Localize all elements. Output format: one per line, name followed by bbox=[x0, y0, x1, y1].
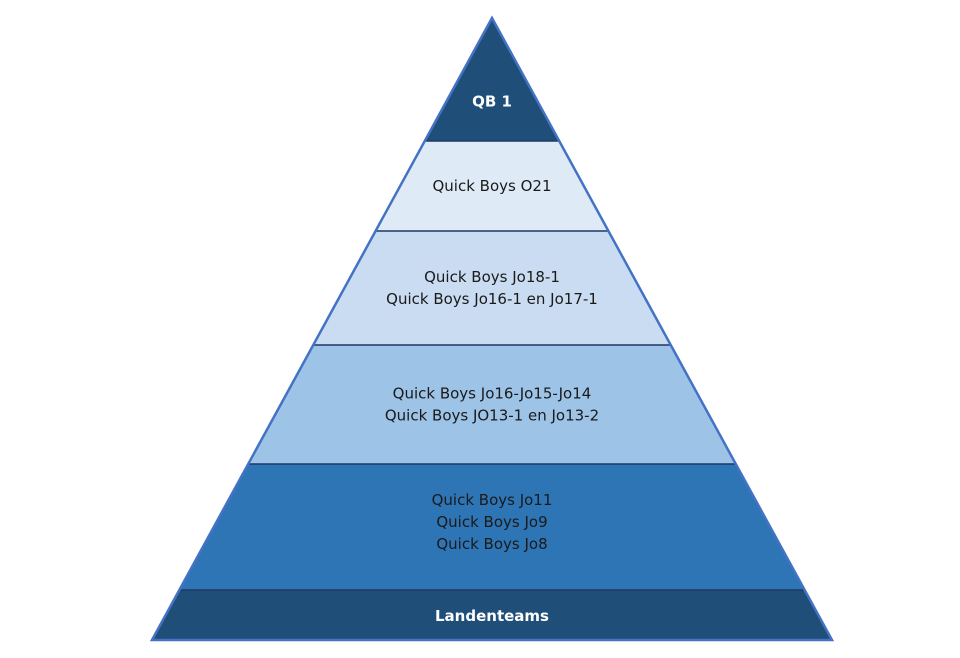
tier-label-line: Quick Boys Jo18-1 bbox=[424, 268, 560, 286]
tier-o21 bbox=[375, 141, 609, 231]
tier-label-line: Quick Boys Jo16-Jo15-Jo14 bbox=[393, 385, 592, 403]
tier-jo18 bbox=[313, 231, 671, 345]
tier-label-line: Quick Boys Jo9 bbox=[436, 513, 547, 531]
tier-qb1-label: QB 1 bbox=[472, 93, 512, 111]
tier-qb1 bbox=[424, 18, 560, 141]
tier-label-line: Quick Boys O21 bbox=[432, 177, 551, 195]
pyramid-dividers bbox=[179, 140, 805, 591]
tier-label-line: Landenteams bbox=[435, 607, 549, 625]
tier-landenteams-label: Landenteams bbox=[435, 607, 549, 625]
pyramid-tiers bbox=[152, 18, 832, 640]
tier-label-line: Quick Boys Jo11 bbox=[432, 491, 553, 509]
tier-label-line: Quick Boys Jo8 bbox=[436, 535, 547, 553]
tier-label-line: Quick Boys Jo16-1 en Jo17-1 bbox=[386, 290, 598, 308]
tier-landenteams bbox=[152, 590, 832, 640]
tier-o21-label: Quick Boys O21 bbox=[432, 177, 551, 195]
tier-label-line: Quick Boys JO13-1 en Jo13-2 bbox=[385, 407, 599, 425]
tier-jo11 bbox=[179, 464, 805, 590]
pyramid-outline bbox=[149, 15, 835, 642]
tier-label-line: QB 1 bbox=[472, 93, 512, 111]
tier-jo16 bbox=[248, 345, 736, 464]
